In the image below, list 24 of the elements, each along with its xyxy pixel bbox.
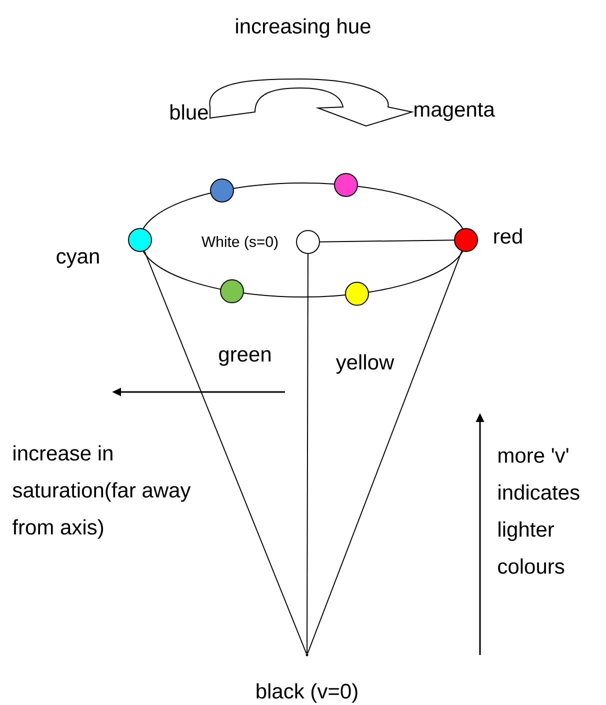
note-text: more 'v' indicates lighter colours <box>498 448 580 574</box>
color-dot <box>454 228 478 252</box>
curved-arrow <box>209 78 412 126</box>
color-dot <box>334 173 358 197</box>
color-name: green <box>219 350 270 366</box>
cone-line <box>144 250 307 654</box>
cone-line <box>307 250 462 654</box>
color-dot <box>210 178 234 202</box>
color-name: White (s=0) <box>202 236 278 250</box>
cone-line <box>306 254 308 654</box>
color-dot <box>345 282 369 306</box>
hue-label: magenta <box>414 103 495 121</box>
color-name: black (v=0) <box>256 683 358 703</box>
cone-apex <box>306 654 308 656</box>
color-dot <box>220 279 244 304</box>
color-dot <box>296 230 320 254</box>
hue-label: blue <box>170 104 208 120</box>
color-name: yellow <box>336 354 394 374</box>
color-name: red <box>494 228 522 244</box>
note-text: increasing hue <box>236 18 370 38</box>
color-name: cyan <box>56 252 99 268</box>
color-dot <box>128 228 152 252</box>
cone-line <box>320 240 454 242</box>
note-text: increase in saturation(far away from axis) <box>12 445 191 539</box>
